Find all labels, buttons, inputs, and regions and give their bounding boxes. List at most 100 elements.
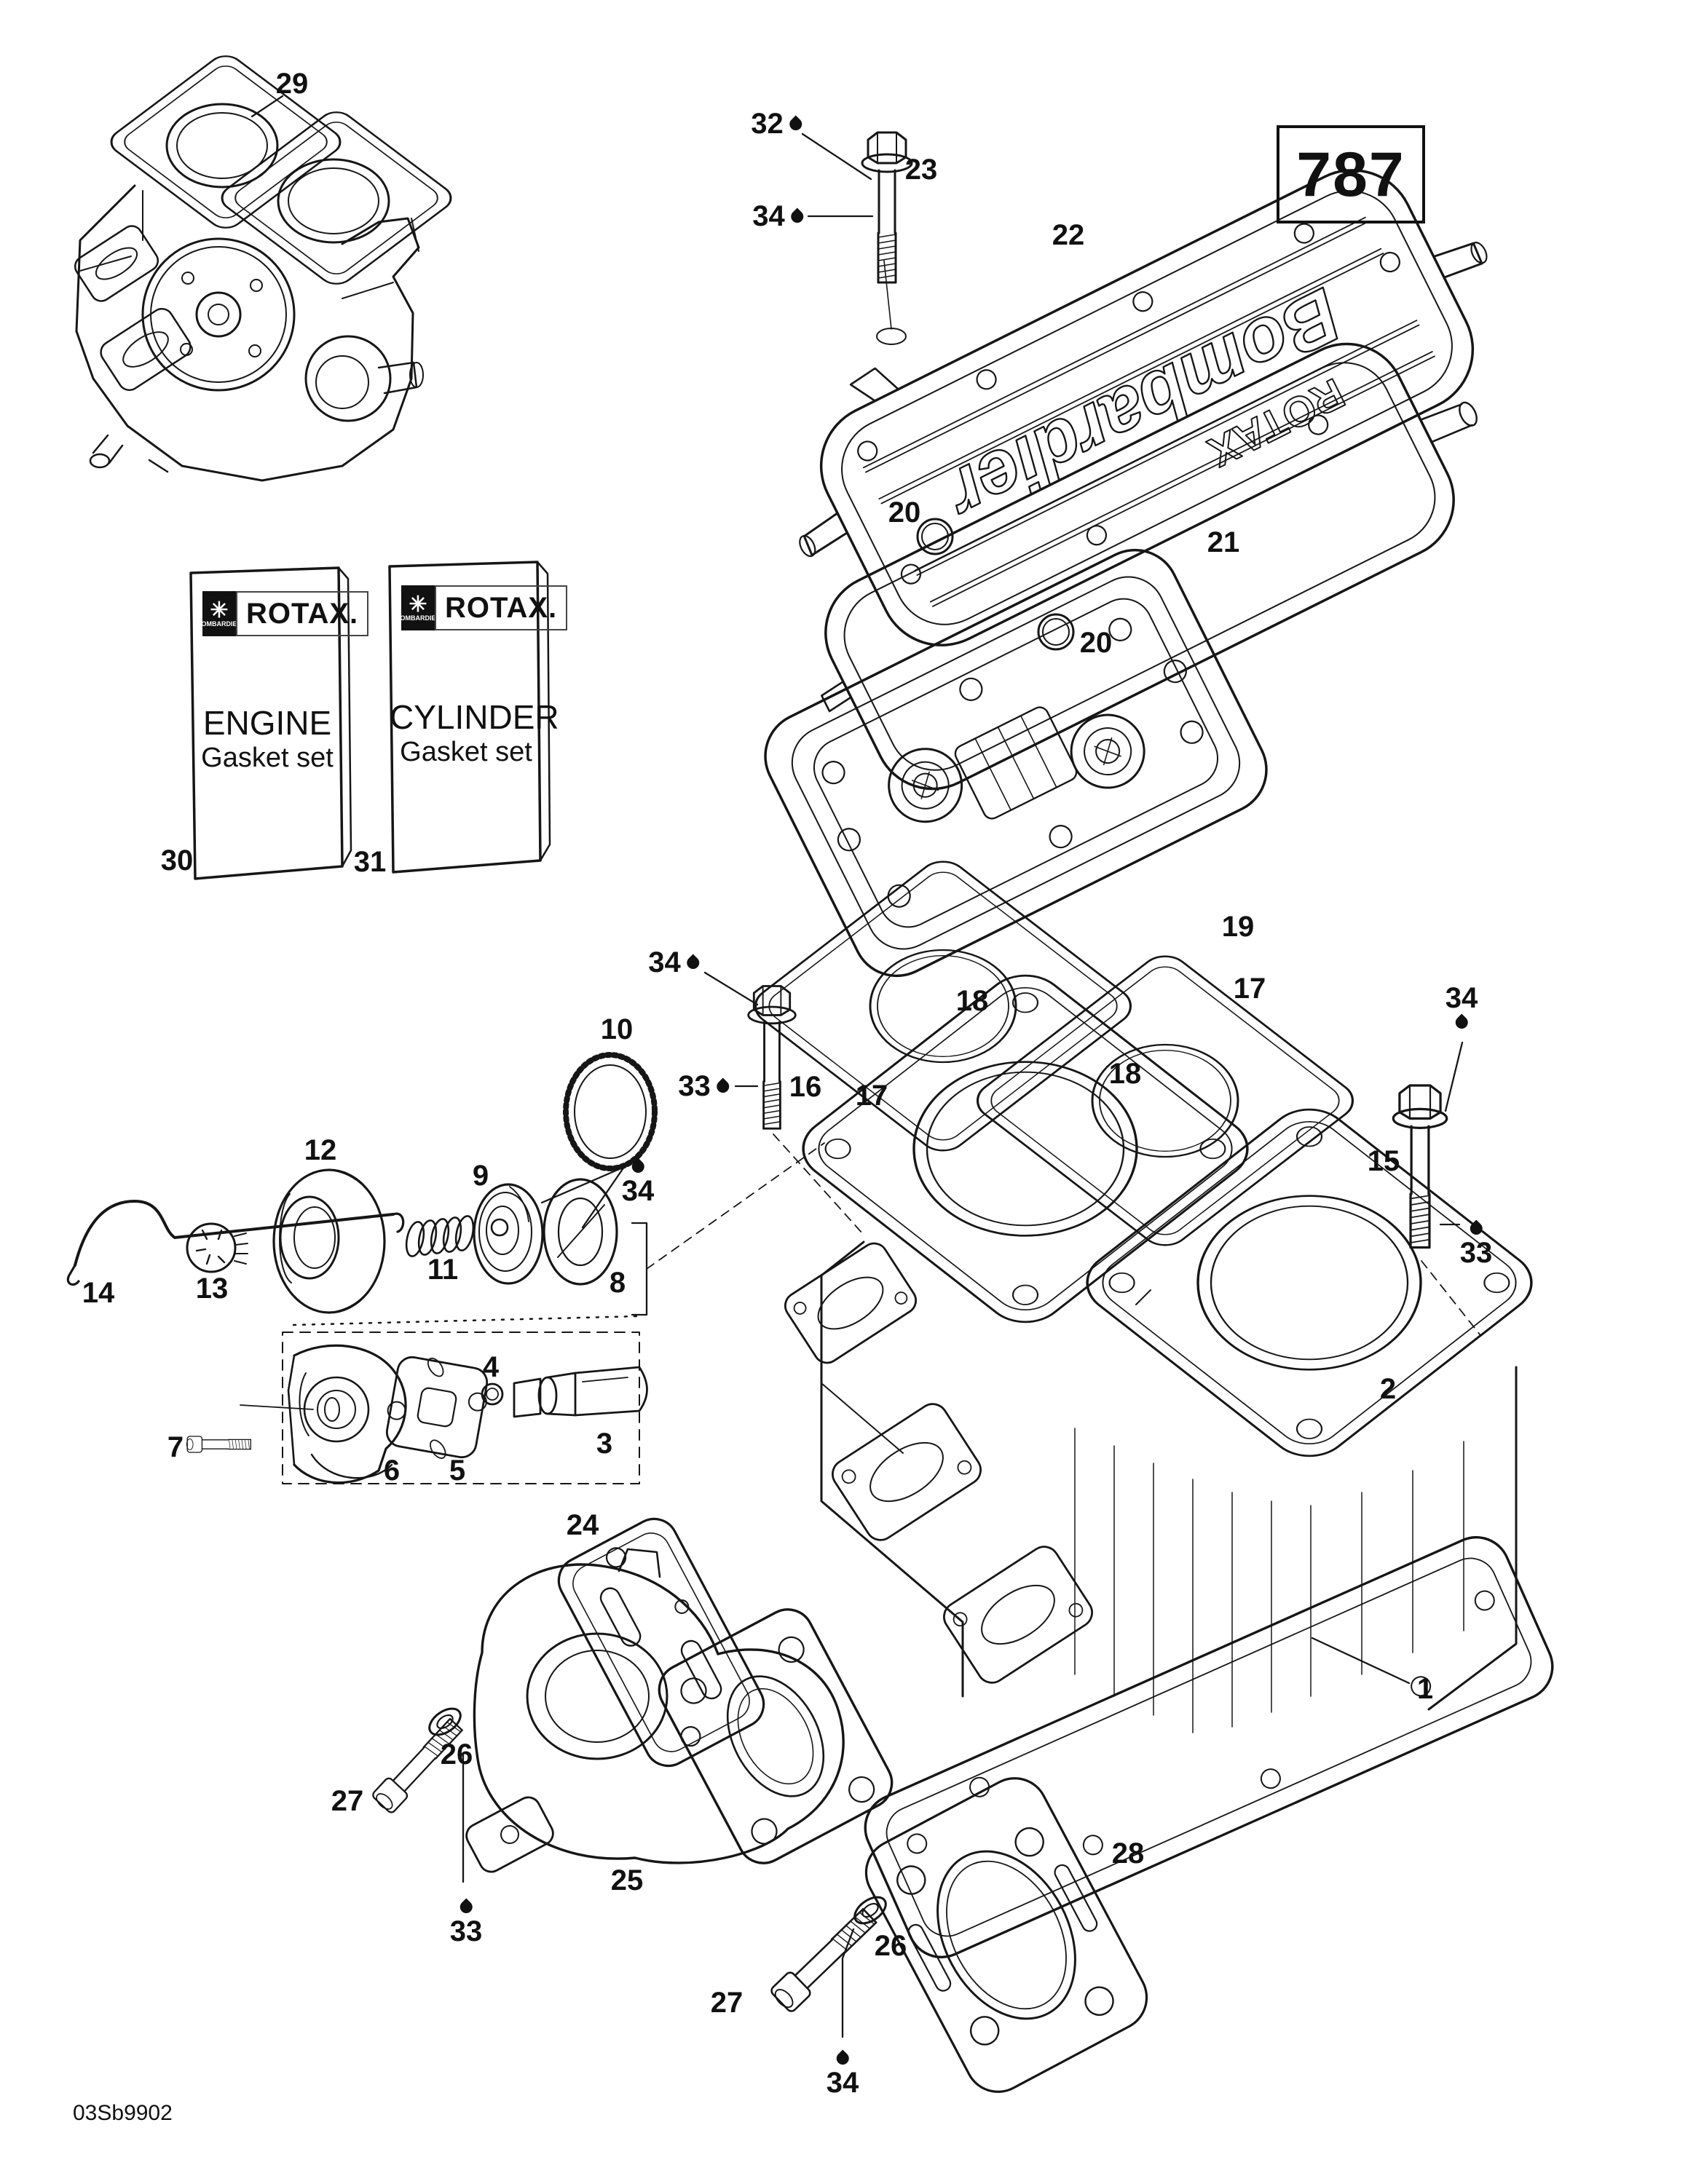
gasket-kit-box-31-outline — [388, 561, 551, 874]
callout-number: 6 — [383, 1455, 401, 1487]
callout-number: 20 — [1079, 627, 1113, 659]
spring-11 — [405, 1215, 475, 1257]
callout-number: 4 — [482, 1351, 500, 1383]
bombardier-logo-mark: ✳ BOMBARDIER — [395, 585, 441, 630]
callout-2: 2 — [1380, 1374, 1396, 1404]
cup-12 — [272, 1168, 386, 1314]
retainer-clip-14 — [74, 1200, 395, 1267]
bombardier-logo-text: BOMBARDIER — [197, 620, 242, 628]
rotax-logo-text: ROTAX. — [435, 585, 568, 630]
callout-number: 27 — [331, 1785, 364, 1817]
water-pump-group-dashed-box — [282, 1332, 640, 1484]
callout-27: 27 — [331, 1787, 364, 1816]
callout-25: 25 — [611, 1866, 644, 1895]
sealing-ring-18b — [1091, 1043, 1239, 1158]
callout-number: 3 — [596, 1428, 613, 1460]
callout-number: 16 — [789, 1071, 822, 1103]
callout-number: 34 — [648, 946, 681, 978]
callout-19: 19 — [1222, 912, 1255, 941]
callout-number: 32 — [751, 108, 784, 140]
callout-number: 29 — [275, 68, 309, 100]
callout-26: 26 — [875, 1931, 907, 1961]
callout-number: 2 — [1379, 1373, 1397, 1405]
callout-number: 33 — [1459, 1237, 1493, 1269]
callout-23: 23 — [905, 155, 938, 184]
callout-number: 18 — [955, 985, 989, 1017]
seal-8 — [543, 1178, 618, 1286]
engine-assembly-29 — [74, 55, 452, 482]
callout-11: 11 — [427, 1255, 458, 1284]
cylinder-block-1-2 — [784, 974, 1554, 1958]
callout-number: 12 — [304, 1134, 337, 1166]
callout-number: 9 — [472, 1160, 489, 1192]
callout-33: 33 — [1459, 1219, 1493, 1269]
callout-15: 15 — [1368, 1147, 1400, 1176]
callout-number: 11 — [427, 1254, 459, 1286]
oil-drop-icon — [786, 114, 805, 133]
callout-number: 34 — [621, 1175, 655, 1207]
callout-32: 32 — [751, 108, 805, 140]
callout-14: 14 — [82, 1278, 115, 1307]
callout-number: 34 — [752, 200, 785, 232]
callout-8: 8 — [610, 1268, 626, 1297]
oil-drop-icon — [788, 207, 806, 226]
oil-drop-icon — [833, 2049, 852, 2068]
rotax-logo-text: ROTAX. — [236, 591, 369, 636]
callout-34: 34 — [752, 200, 806, 232]
callout-number: 22 — [1052, 219, 1085, 251]
callout-20: 20 — [888, 498, 921, 527]
fitting-3 — [513, 1366, 648, 1418]
callout-number: 17 — [855, 1080, 888, 1112]
cylinder-base-gasket-17a — [754, 860, 1132, 1152]
exhaust-manifold-25 — [465, 1548, 894, 1873]
bombardier-logo-text: BOMBARDIER — [395, 614, 441, 622]
callout-28: 28 — [1112, 1839, 1145, 1868]
oil-drop-icon — [457, 1898, 476, 1916]
callout-34: 34 — [621, 1158, 655, 1207]
callout-34: 34 — [648, 946, 702, 978]
callout-26: 26 — [441, 1740, 473, 1769]
cylinder-base-gasket-17b — [976, 955, 1354, 1246]
model-number-box: 787 — [1277, 125, 1425, 223]
callout-17: 17 — [856, 1081, 888, 1110]
callout-number: 17 — [1233, 973, 1266, 1005]
callout-number: 15 — [1367, 1145, 1400, 1177]
callout-9: 9 — [473, 1161, 489, 1190]
cover-bolt-hole — [876, 328, 907, 345]
engine-gasket-kit-box: ✳ BOMBARDIER ROTAX. ENGINE Gasket set — [191, 568, 369, 874]
bombardier-logo-mark: ✳ BOMBARDIER — [197, 591, 242, 636]
callout-number: 26 — [874, 1930, 907, 1962]
callout-20: 20 — [1080, 628, 1113, 657]
callout-18: 18 — [956, 986, 989, 1016]
callout-number: 24 — [566, 1509, 599, 1541]
callout-34: 34 — [827, 2049, 859, 2097]
callout-number: 33 — [449, 1915, 483, 1947]
callout-number: 27 — [710, 1987, 744, 2019]
callout-number: 13 — [195, 1273, 229, 1305]
exhaust-gasket-28 — [864, 1777, 1148, 2093]
thermostat-9 — [473, 1183, 544, 1285]
callout-27: 27 — [711, 1988, 744, 2017]
callout-18: 18 — [1109, 1059, 1142, 1088]
callout-13: 13 — [196, 1274, 229, 1303]
callout-29: 29 — [276, 69, 309, 98]
leader-lines — [251, 95, 1480, 2038]
callout-21: 21 — [1207, 528, 1240, 557]
callout-number: 18 — [1108, 1058, 1142, 1090]
gasket-kit-box-30-outline — [189, 566, 352, 880]
kit-subtitle: Gasket set — [201, 742, 334, 773]
callout-24: 24 — [567, 1511, 599, 1540]
callout-5: 5 — [449, 1456, 465, 1485]
callout-number: 5 — [449, 1455, 466, 1487]
callout-1: 1 — [1417, 1674, 1433, 1704]
callout-17: 17 — [1234, 974, 1266, 1003]
kit-subtitle: Gasket set — [400, 736, 532, 767]
oil-drop-icon — [628, 1158, 647, 1176]
callout-31: 31 — [354, 847, 387, 877]
callout-number: 21 — [1207, 526, 1240, 558]
kit-title: CYLINDER — [390, 698, 559, 736]
callout-number: 1 — [1416, 1673, 1434, 1705]
callout-6: 6 — [384, 1456, 400, 1485]
callout-33: 33 — [449, 1898, 483, 1947]
